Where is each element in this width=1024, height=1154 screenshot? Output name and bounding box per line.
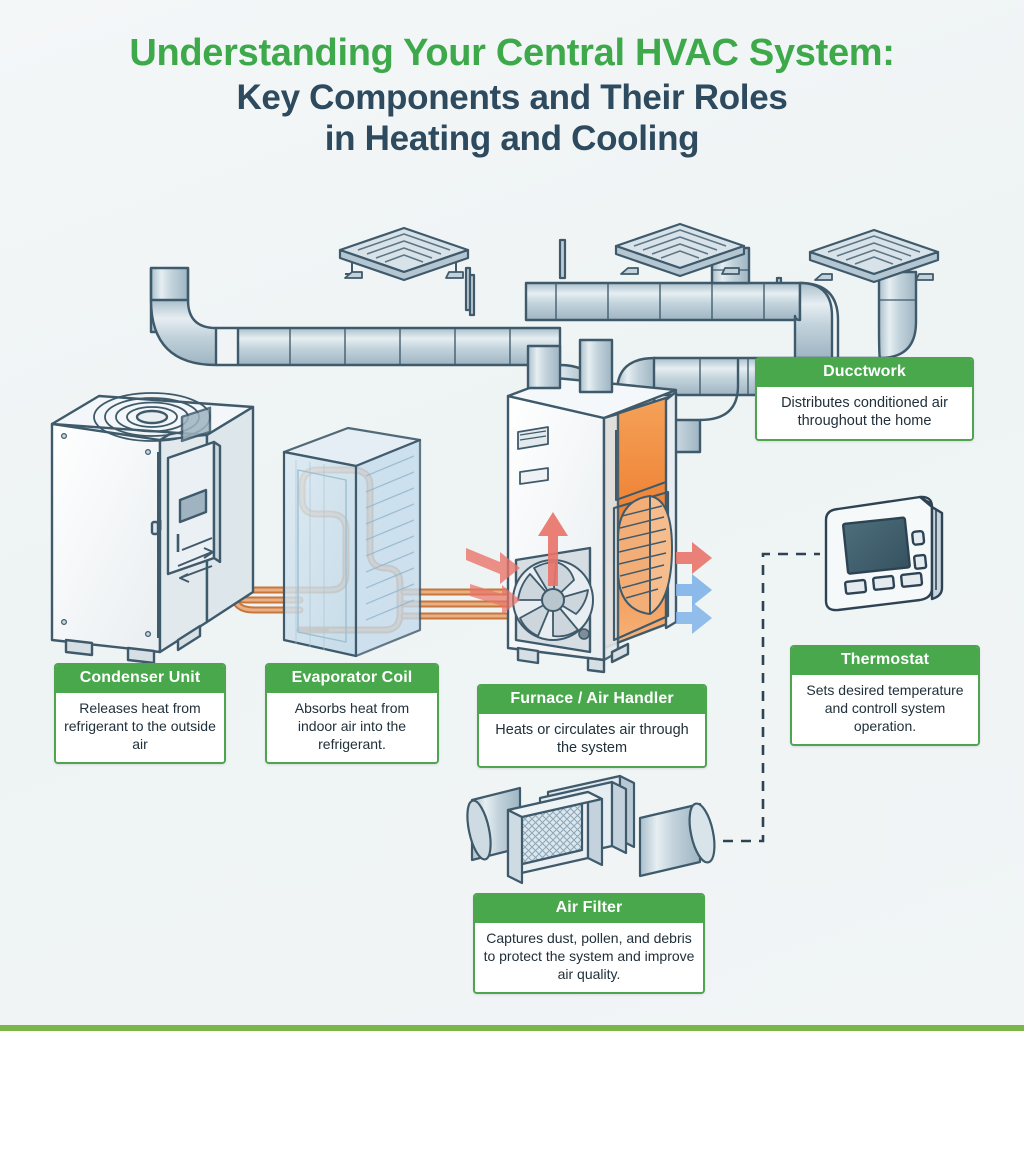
air-filter	[466, 774, 716, 885]
card-evaporator-coil-heading: Evaporator Coil	[267, 665, 437, 693]
card-evaporator-coil-body: Absorbs heat from indoor air into the re…	[267, 692, 437, 762]
hvac-illustration	[50, 222, 944, 885]
furnace-air-handler	[506, 338, 678, 674]
thermostat-control-line	[723, 552, 820, 843]
airflow-arrow-up	[538, 512, 568, 586]
card-furnace-air-handler-body: Heats or circulates air through the syst…	[479, 713, 705, 766]
card-furnace-air-handler-heading: Furnace / Air Handler	[479, 686, 705, 714]
card-air-filter-heading: Air Filter	[475, 895, 703, 923]
card-evaporator-coil[interactable]: Evaporator Coil Absorbs heat from indoor…	[265, 663, 439, 764]
card-ductwork[interactable]: Ducctwork Distributes conditioned air th…	[755, 357, 974, 441]
ceiling-register-group	[338, 222, 940, 284]
condenser-unit	[50, 392, 255, 665]
title-line-1: Understanding Your Central HVAC System:	[129, 32, 895, 74]
card-condenser-unit[interactable]: Condenser Unit Releases heat from refrig…	[54, 663, 226, 764]
card-thermostat[interactable]: Thermostat Sets desired temperature and …	[790, 645, 980, 746]
title-line-2: Key Components and Their Roles	[236, 78, 788, 117]
card-air-filter[interactable]: Air Filter Captures dust, pollen, and de…	[473, 893, 705, 994]
card-air-filter-body: Captures dust, pollen, and debris to pro…	[475, 922, 703, 992]
footer-divider	[0, 1025, 1024, 1031]
title-line-3: in Heating and Cooling	[324, 119, 700, 158]
evaporator-coil	[282, 426, 422, 658]
card-condenser-unit-heading: Condenser Unit	[56, 665, 224, 693]
card-ductwork-heading: Ducctwork	[757, 359, 972, 387]
ceiling-register-right	[808, 228, 940, 284]
thermostat	[824, 495, 944, 612]
ceiling-register-middle	[614, 222, 746, 278]
page-title: Understanding Your Central HVAC System: …	[0, 34, 1024, 156]
card-ductwork-body: Distributes conditioned air throughout t…	[757, 386, 972, 439]
ceiling-register-left	[338, 226, 470, 282]
card-thermostat-heading: Thermostat	[792, 647, 978, 675]
card-condenser-unit-body: Releases heat from refrigerant to the ou…	[56, 692, 224, 762]
card-furnace-air-handler[interactable]: Furnace / Air Handler Heats or circulate…	[477, 684, 707, 768]
furnace-fan	[512, 546, 594, 654]
card-thermostat-body: Sets desired temperature and controll sy…	[792, 674, 978, 744]
airflow-arrows	[466, 542, 712, 634]
